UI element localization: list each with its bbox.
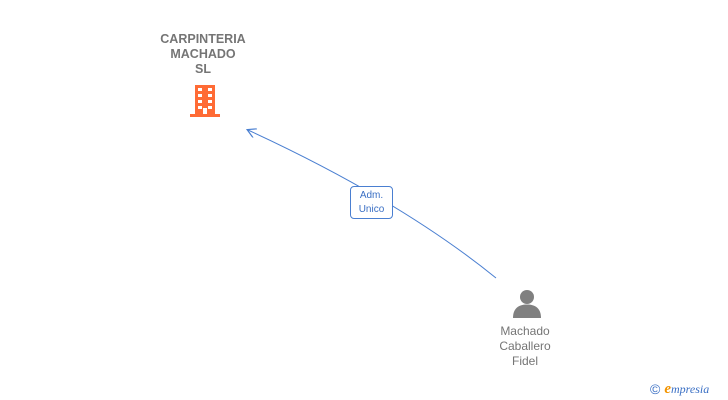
- company-name-line-1: CARPINTERIA: [160, 32, 246, 46]
- copyright-icon: ©: [650, 381, 661, 397]
- brand-initial: e: [664, 380, 671, 397]
- person-name-line-3: Fidel: [511, 354, 538, 368]
- company-name-line-2: MACHADO: [170, 47, 236, 61]
- brand-watermark: © e mpresia: [650, 380, 709, 398]
- relationship-label-line-1: Adm.: [359, 190, 384, 201]
- brand-name: mpresia: [671, 381, 710, 396]
- person-node-label[interactable]: Machado Caballero Fidel: [475, 324, 575, 369]
- company-node-label[interactable]: CARPINTERIA MACHADO SL: [143, 32, 263, 77]
- person-icon[interactable]: [511, 289, 543, 319]
- building-icon[interactable]: [189, 83, 221, 119]
- company-name-line-3: SL: [195, 62, 211, 76]
- relationship-label[interactable]: Adm. Unico: [350, 186, 393, 219]
- person-name-line-1: Machado: [500, 324, 550, 338]
- relationship-label-line-2: Unico: [358, 204, 385, 215]
- person-name-line-2: Caballero: [499, 339, 551, 353]
